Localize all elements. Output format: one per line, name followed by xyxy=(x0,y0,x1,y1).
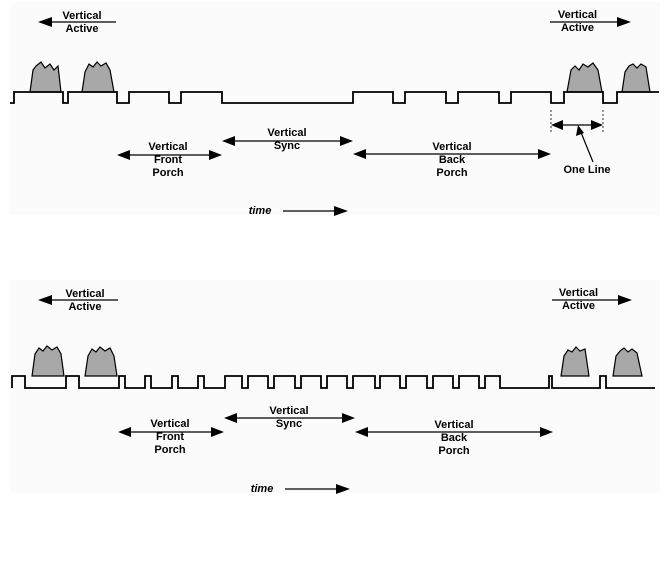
vertical-active-right-arrow xyxy=(552,295,632,305)
sync-waveform xyxy=(11,375,655,389)
back-porch-label: Vertical Back Porch xyxy=(434,419,474,457)
diagram-bottom: Vertical Active Vertical Active Vertical… xyxy=(0,278,667,498)
one-line-dimension xyxy=(550,110,604,163)
video-burst xyxy=(81,61,115,93)
video-burst xyxy=(560,346,590,377)
diagram-bottom-svg xyxy=(10,280,660,494)
front-porch-arrow xyxy=(117,150,222,160)
back-porch-label: Vertical Back Porch xyxy=(432,141,472,179)
sync-arrow xyxy=(222,136,353,146)
vertical-active-left-label: Vertical Active xyxy=(62,10,102,35)
vertical-active-left-arrow xyxy=(38,17,116,27)
video-burst xyxy=(621,63,651,93)
vertical-active-right-arrow xyxy=(550,17,631,27)
sync-arrow xyxy=(224,413,355,423)
vertical-active-left-label: Vertical Active xyxy=(65,288,105,313)
video-burst xyxy=(29,61,62,93)
back-porch-arrow xyxy=(353,149,551,159)
panel-background xyxy=(10,2,660,215)
sync-waveform xyxy=(10,91,659,104)
vertical-active-right-label: Vertical Active xyxy=(557,9,598,34)
front-porch-label: Vertical Front Porch xyxy=(150,418,190,456)
back-porch-arrow xyxy=(355,427,553,437)
time-label: time xyxy=(248,205,272,217)
sync-label: Vertical Sync xyxy=(269,405,309,430)
video-burst xyxy=(31,345,65,377)
front-porch-arrow xyxy=(118,427,224,437)
front-porch-label: Vertical Front Porch xyxy=(148,141,188,179)
diagram-top: Vertical Active Vertical Active Vertical… xyxy=(0,0,667,220)
time-arrow xyxy=(283,206,348,216)
diagram-top-svg xyxy=(10,2,660,216)
sync-label: Vertical Sync xyxy=(267,127,307,152)
video-burst xyxy=(566,62,603,93)
vertical-active-left-arrow xyxy=(38,295,118,305)
time-arrow xyxy=(285,484,350,494)
vertical-active-right-label: Vertical Active xyxy=(558,287,599,312)
video-burst xyxy=(612,347,643,377)
video-burst xyxy=(84,346,118,377)
time-label: time xyxy=(250,483,274,495)
one-line-label: One Line xyxy=(563,164,611,176)
